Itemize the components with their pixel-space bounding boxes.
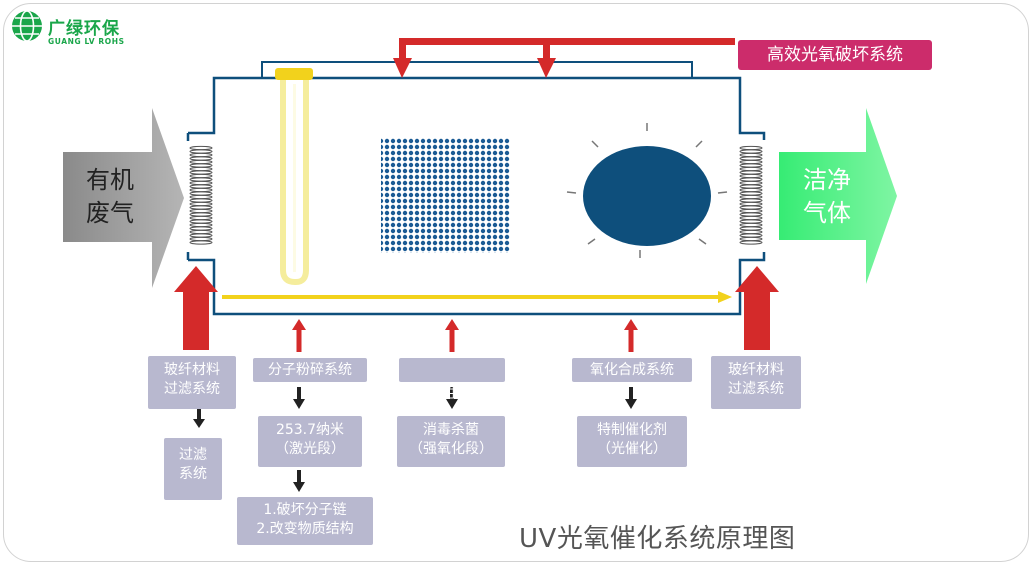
oxidation-step1: 特制催化剂 （光催化） <box>577 416 687 467</box>
spring-coil <box>189 212 213 217</box>
spring-coil <box>189 240 213 245</box>
spring-coil <box>739 201 763 207</box>
right-big-red-arrow <box>735 266 779 350</box>
spring-coil <box>189 219 213 224</box>
spring-coil <box>189 226 213 231</box>
molecule-red-arrow <box>292 319 306 352</box>
logo-name: 广绿环保 <box>48 19 120 39</box>
ozone-label-sub: 3 <box>426 394 433 405</box>
molecule-step1: 253.7纳米 （激光段） <box>258 416 362 467</box>
spring-coil <box>739 166 763 172</box>
filter-left-label: 玻纤材料 过滤系统 <box>148 356 236 409</box>
molecule-step2: 1.破坏分子链 2.改变物质结构 <box>237 497 373 545</box>
spring-coil <box>739 191 763 196</box>
logo-subtitle: GUANG LV ROHS <box>48 37 125 46</box>
spring-coil <box>739 198 763 203</box>
oxidation-label: 氧化合成系统 <box>572 358 692 382</box>
logo: 广绿环保 GUANG LV ROHS <box>6 6 166 46</box>
spring-coil <box>189 198 213 203</box>
spring-coil <box>739 226 763 231</box>
spring-coil <box>189 201 213 207</box>
uv-lamp <box>275 68 313 285</box>
spring-coil <box>739 173 763 179</box>
spring-coil <box>189 166 213 172</box>
chamber-outline <box>188 76 766 316</box>
spring-coil <box>739 194 763 200</box>
spring-coil <box>739 233 763 238</box>
spring-coil <box>739 187 763 193</box>
spring-coil <box>189 236 213 242</box>
spring-coil <box>189 215 213 221</box>
molecule-label: 分子粉碎系统 <box>253 358 367 382</box>
ozone-label: O3发生系统 <box>399 358 505 405</box>
spring-coil <box>739 170 763 175</box>
molecule-black-arrow-1 <box>293 387 305 409</box>
system-label: 高效光氧破坏系统 <box>738 40 932 70</box>
spring-coil <box>739 229 763 235</box>
diagram-caption: UV光氧催化系统原理图 <box>519 524 796 554</box>
yellow-flow-arrow <box>222 291 732 303</box>
left-filter-spring <box>189 145 213 245</box>
spring-coil <box>189 152 213 158</box>
oxidation-black-arrow <box>625 387 637 409</box>
spring-coil <box>189 173 213 179</box>
spring-coil <box>189 170 213 175</box>
spring-coil <box>739 152 763 158</box>
spring-coil <box>189 233 213 238</box>
left-big-red-arrow <box>174 266 218 350</box>
filter-left-step1: 过滤 系统 <box>164 438 222 500</box>
spring-coil <box>739 149 763 154</box>
spring-coil <box>189 222 213 228</box>
molecule-black-arrow-2 <box>293 470 305 492</box>
filter-black-arrow <box>193 409 205 428</box>
output-arrow <box>779 108 897 284</box>
top-duct <box>261 61 693 78</box>
spring-coil <box>739 219 763 224</box>
spring-coil <box>189 229 213 235</box>
output-label: 洁净 气体 <box>803 166 851 227</box>
spring-coil <box>739 180 763 186</box>
spring-coil <box>739 222 763 228</box>
ozone-label-suffix: 发生系统 <box>432 386 489 402</box>
spring-coil <box>739 215 763 221</box>
globe-icon <box>12 10 42 42</box>
spring-coil <box>189 180 213 186</box>
spring-coil <box>189 184 213 189</box>
mesh-panel <box>381 138 510 253</box>
spring-coil <box>189 187 213 193</box>
input-arrow <box>63 108 184 288</box>
spring-coil <box>189 145 213 151</box>
spring-coil <box>189 177 213 182</box>
spring-coil <box>739 212 763 217</box>
ozone-step1: 消毒杀菌 （强氧化段） <box>397 416 505 467</box>
oxidation-red-arrow <box>624 319 638 352</box>
spring-coil <box>739 240 763 245</box>
spring-coil <box>739 159 763 165</box>
spring-coil <box>189 159 213 165</box>
ozone-red-arrow <box>445 319 459 352</box>
spring-coil <box>739 163 763 168</box>
input-label: 有机 废气 <box>86 166 134 227</box>
spring-coil <box>189 149 213 154</box>
spring-coil <box>189 163 213 168</box>
spring-coil <box>189 208 213 214</box>
top-red-arrows <box>393 38 735 78</box>
spring-coil <box>739 236 763 242</box>
oxidation-ball <box>566 123 728 258</box>
spring-coil <box>189 156 213 161</box>
spring-coil <box>739 184 763 189</box>
spring-coil <box>739 177 763 182</box>
spring-coil <box>739 208 763 214</box>
spring-coil <box>739 205 763 210</box>
spring-coil <box>739 156 763 161</box>
ozone-black-arrow <box>446 387 458 409</box>
ozone-label-prefix: O <box>415 386 427 402</box>
filter-right-label: 玻纤材料 过滤系统 <box>711 356 801 409</box>
right-filter-spring <box>739 145 763 245</box>
spring-coil <box>189 205 213 210</box>
spring-coil <box>739 145 763 151</box>
spring-coil <box>189 191 213 196</box>
spring-coil <box>189 194 213 200</box>
